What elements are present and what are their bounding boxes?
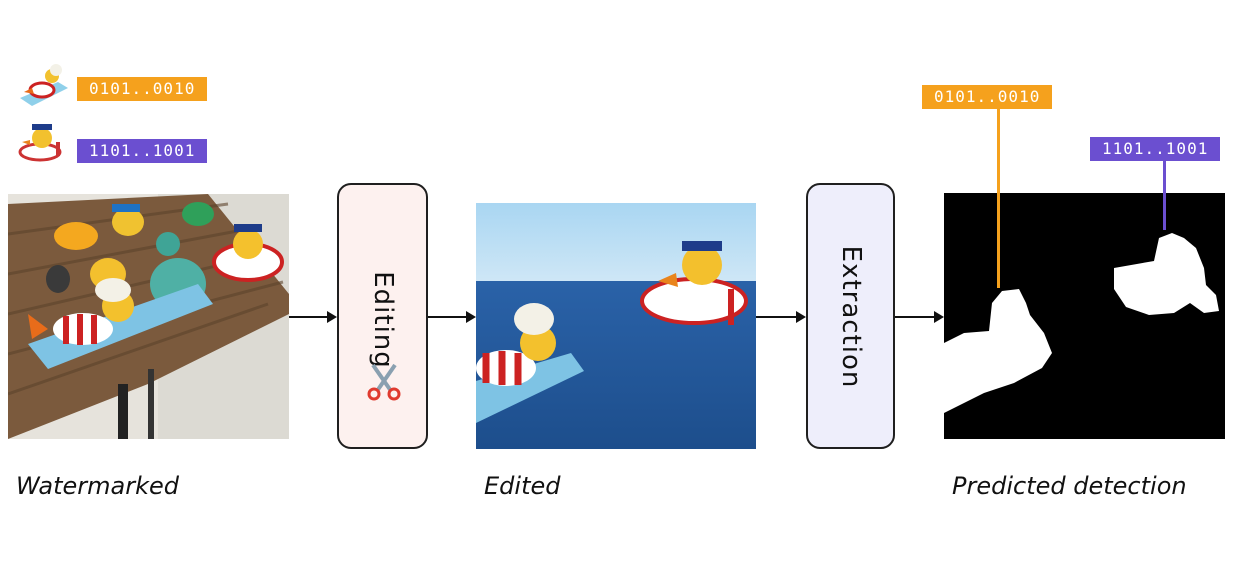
orange-leader-line: [997, 108, 1000, 288]
legend-row-1: 0101..0010: [14, 58, 234, 110]
duck-on-float-icon: [20, 64, 68, 106]
watermarked-label: Watermarked: [16, 472, 180, 500]
edited-label: Edited: [484, 472, 561, 500]
arrow-to-edited: [428, 311, 476, 323]
legend-code-purple: 1101..1001: [77, 139, 208, 163]
arrow-to-extraction: [756, 311, 806, 323]
watermarked-image: [8, 194, 289, 439]
detection-code-purple: 1101..1001: [1090, 137, 1221, 161]
extraction-label: Extraction: [835, 245, 866, 389]
editing-label: Editing: [367, 271, 398, 369]
arrow-to-detection: [895, 311, 944, 323]
legend-code-orange: 0101..0010: [77, 77, 208, 101]
editing-box: Editing: [337, 183, 428, 449]
editing-label-wrap: Editing: [368, 271, 398, 369]
purple-leader-line: [1163, 160, 1166, 230]
sailor-duck-icon: [18, 124, 62, 162]
edited-image: [476, 203, 756, 449]
legend-row-2: 1101..1001: [14, 118, 234, 168]
extraction-label-wrap: Extraction: [836, 246, 866, 389]
detection-code-orange: 0101..0010: [922, 85, 1053, 109]
extraction-box: Extraction: [806, 183, 895, 449]
scissors-icon: [367, 363, 401, 401]
detection-mask: [944, 193, 1225, 439]
arrow-to-editing: [289, 311, 337, 323]
detection-label: Predicted detection: [952, 472, 1187, 500]
